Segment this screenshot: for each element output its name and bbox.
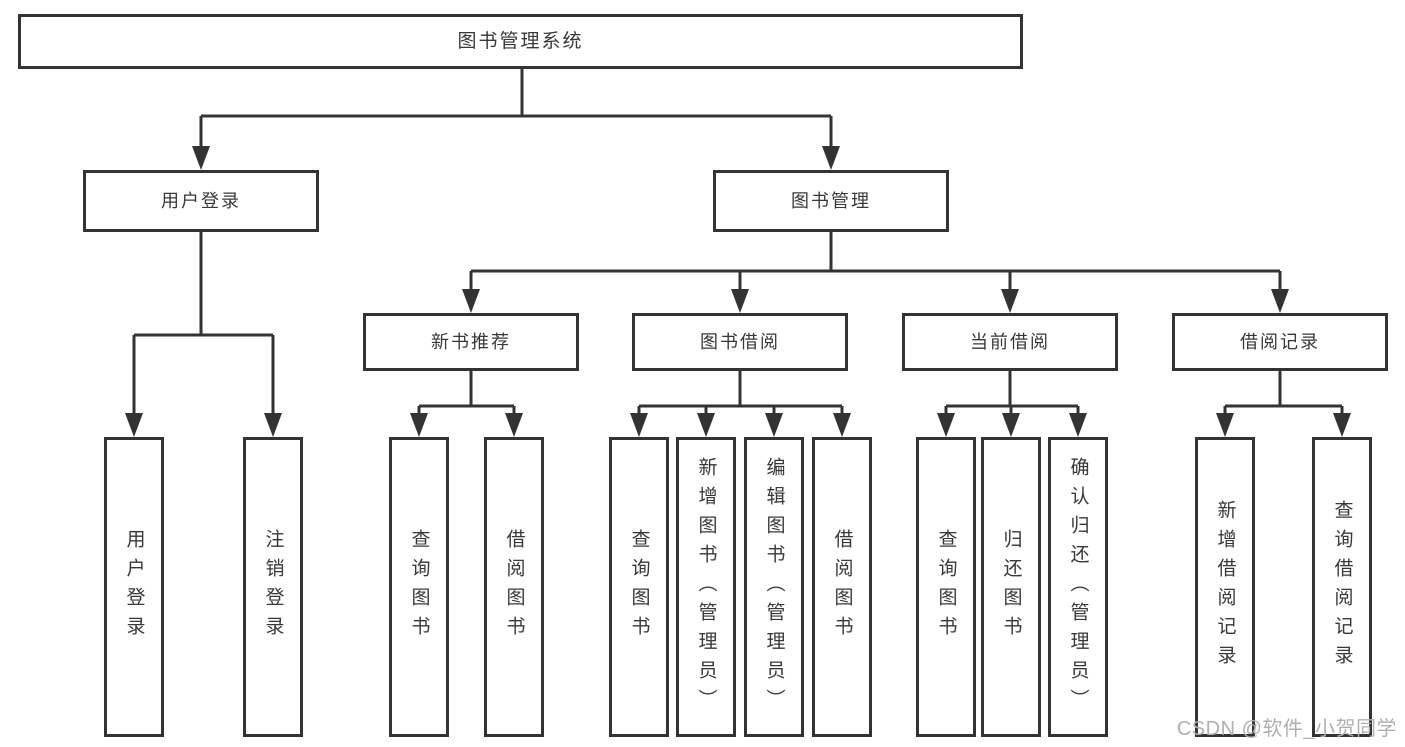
connector-current-borrow-to-leaves — [937, 371, 1087, 437]
leaf-return-book: 归还图书 — [981, 437, 1041, 737]
leaf-confirm-return-admin: 确认归还（管理员） — [1048, 437, 1108, 737]
leaf-add-book-admin: 新增图书（管理员） — [676, 437, 736, 737]
leaf-borrow-books-recommend: 借阅图书 — [484, 437, 544, 737]
connector-book-management-to-level2 — [462, 232, 1289, 313]
node-book-borrow: 图书借阅 — [632, 313, 848, 371]
leaf-query-books-borrow: 查询图书 — [609, 437, 669, 737]
connector-borrow-records-to-leaves — [1216, 371, 1351, 437]
node-new-book-recommend: 新书推荐 — [363, 313, 579, 371]
leaf-query-books-current: 查询图书 — [916, 437, 976, 737]
node-borrow-records: 借阅记录 — [1172, 313, 1388, 371]
leaf-query-books-recommend: 查询图书 — [389, 437, 449, 737]
leaf-edit-book-admin: 编辑图书（管理员） — [744, 437, 804, 737]
node-current-borrow: 当前借阅 — [902, 313, 1118, 371]
connector-new-book-recommend-to-leaves — [410, 371, 523, 437]
leaf-query-borrow-record: 查询借阅记录 — [1312, 437, 1372, 737]
leaf-borrow-books-borrow: 借阅图书 — [812, 437, 872, 737]
node-user-login: 用户登录 — [83, 170, 319, 232]
leaf-logout: 注销登录 — [243, 437, 303, 737]
connector-user-login-to-leaves — [125, 232, 282, 437]
connector-book-borrow-to-leaves — [630, 371, 851, 437]
leaf-user-login: 用户登录 — [104, 437, 164, 737]
node-root: 图书管理系统 — [18, 14, 1023, 69]
node-book-management: 图书管理 — [713, 170, 949, 232]
leaf-add-borrow-record: 新增借阅记录 — [1195, 437, 1255, 737]
connector-root-to-level1 — [192, 69, 840, 170]
